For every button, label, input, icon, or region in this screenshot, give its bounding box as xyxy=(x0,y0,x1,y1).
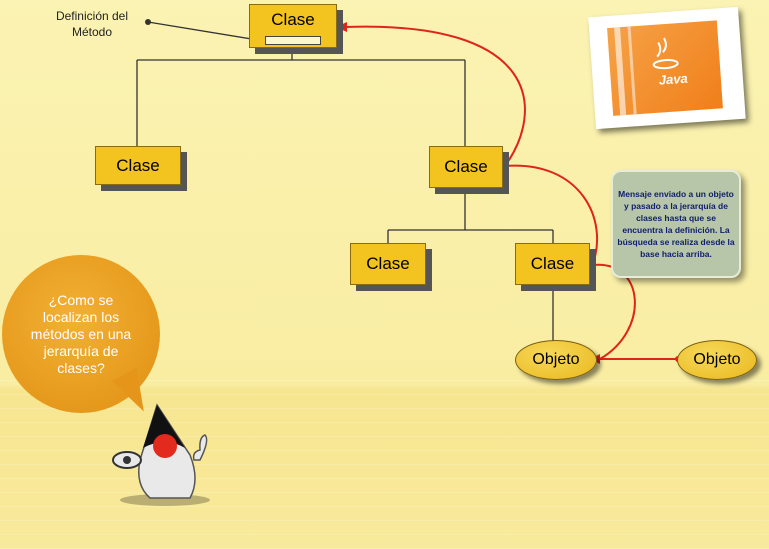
duke-mascot-icon xyxy=(112,403,210,506)
message-note-text: Mensaje enviado a un objeto y pasado a l… xyxy=(617,189,735,259)
object-main-label: Objeto xyxy=(532,351,580,368)
message-note: Mensaje enviado a un objeto y pasado a l… xyxy=(611,170,741,278)
object-right-label: Objeto xyxy=(693,351,741,368)
object-main: Objeto xyxy=(515,340,597,380)
question-bubble: ¿Como se localizan los métodos en una je… xyxy=(2,255,160,413)
java-cup-icon xyxy=(614,26,679,116)
class-box-left-label: Clase xyxy=(116,155,160,175)
class-box-middle: Clase xyxy=(429,146,503,188)
java-logo-image: Java xyxy=(607,20,723,116)
class-box-middle-label: Clase xyxy=(444,157,488,176)
class-box-left: Clase xyxy=(95,146,181,185)
class-box-bottom-right: Clase xyxy=(515,243,590,285)
java-logo-text: Java xyxy=(658,70,689,88)
object-right: Objeto xyxy=(677,340,757,380)
method-definition-slot xyxy=(265,36,321,45)
method-definition-label: Definición del Método xyxy=(55,9,129,39)
class-box-bottom-right-label: Clase xyxy=(530,254,575,273)
java-logo-card: Java xyxy=(588,6,746,130)
class-box-bottom-left: Clase xyxy=(350,243,426,285)
question-bubble-text: ¿Como se localizan los métodos en una je… xyxy=(30,291,132,376)
class-box-bottom-left-label: Clase xyxy=(366,254,410,273)
class-box-top-label: Clase xyxy=(271,10,315,29)
